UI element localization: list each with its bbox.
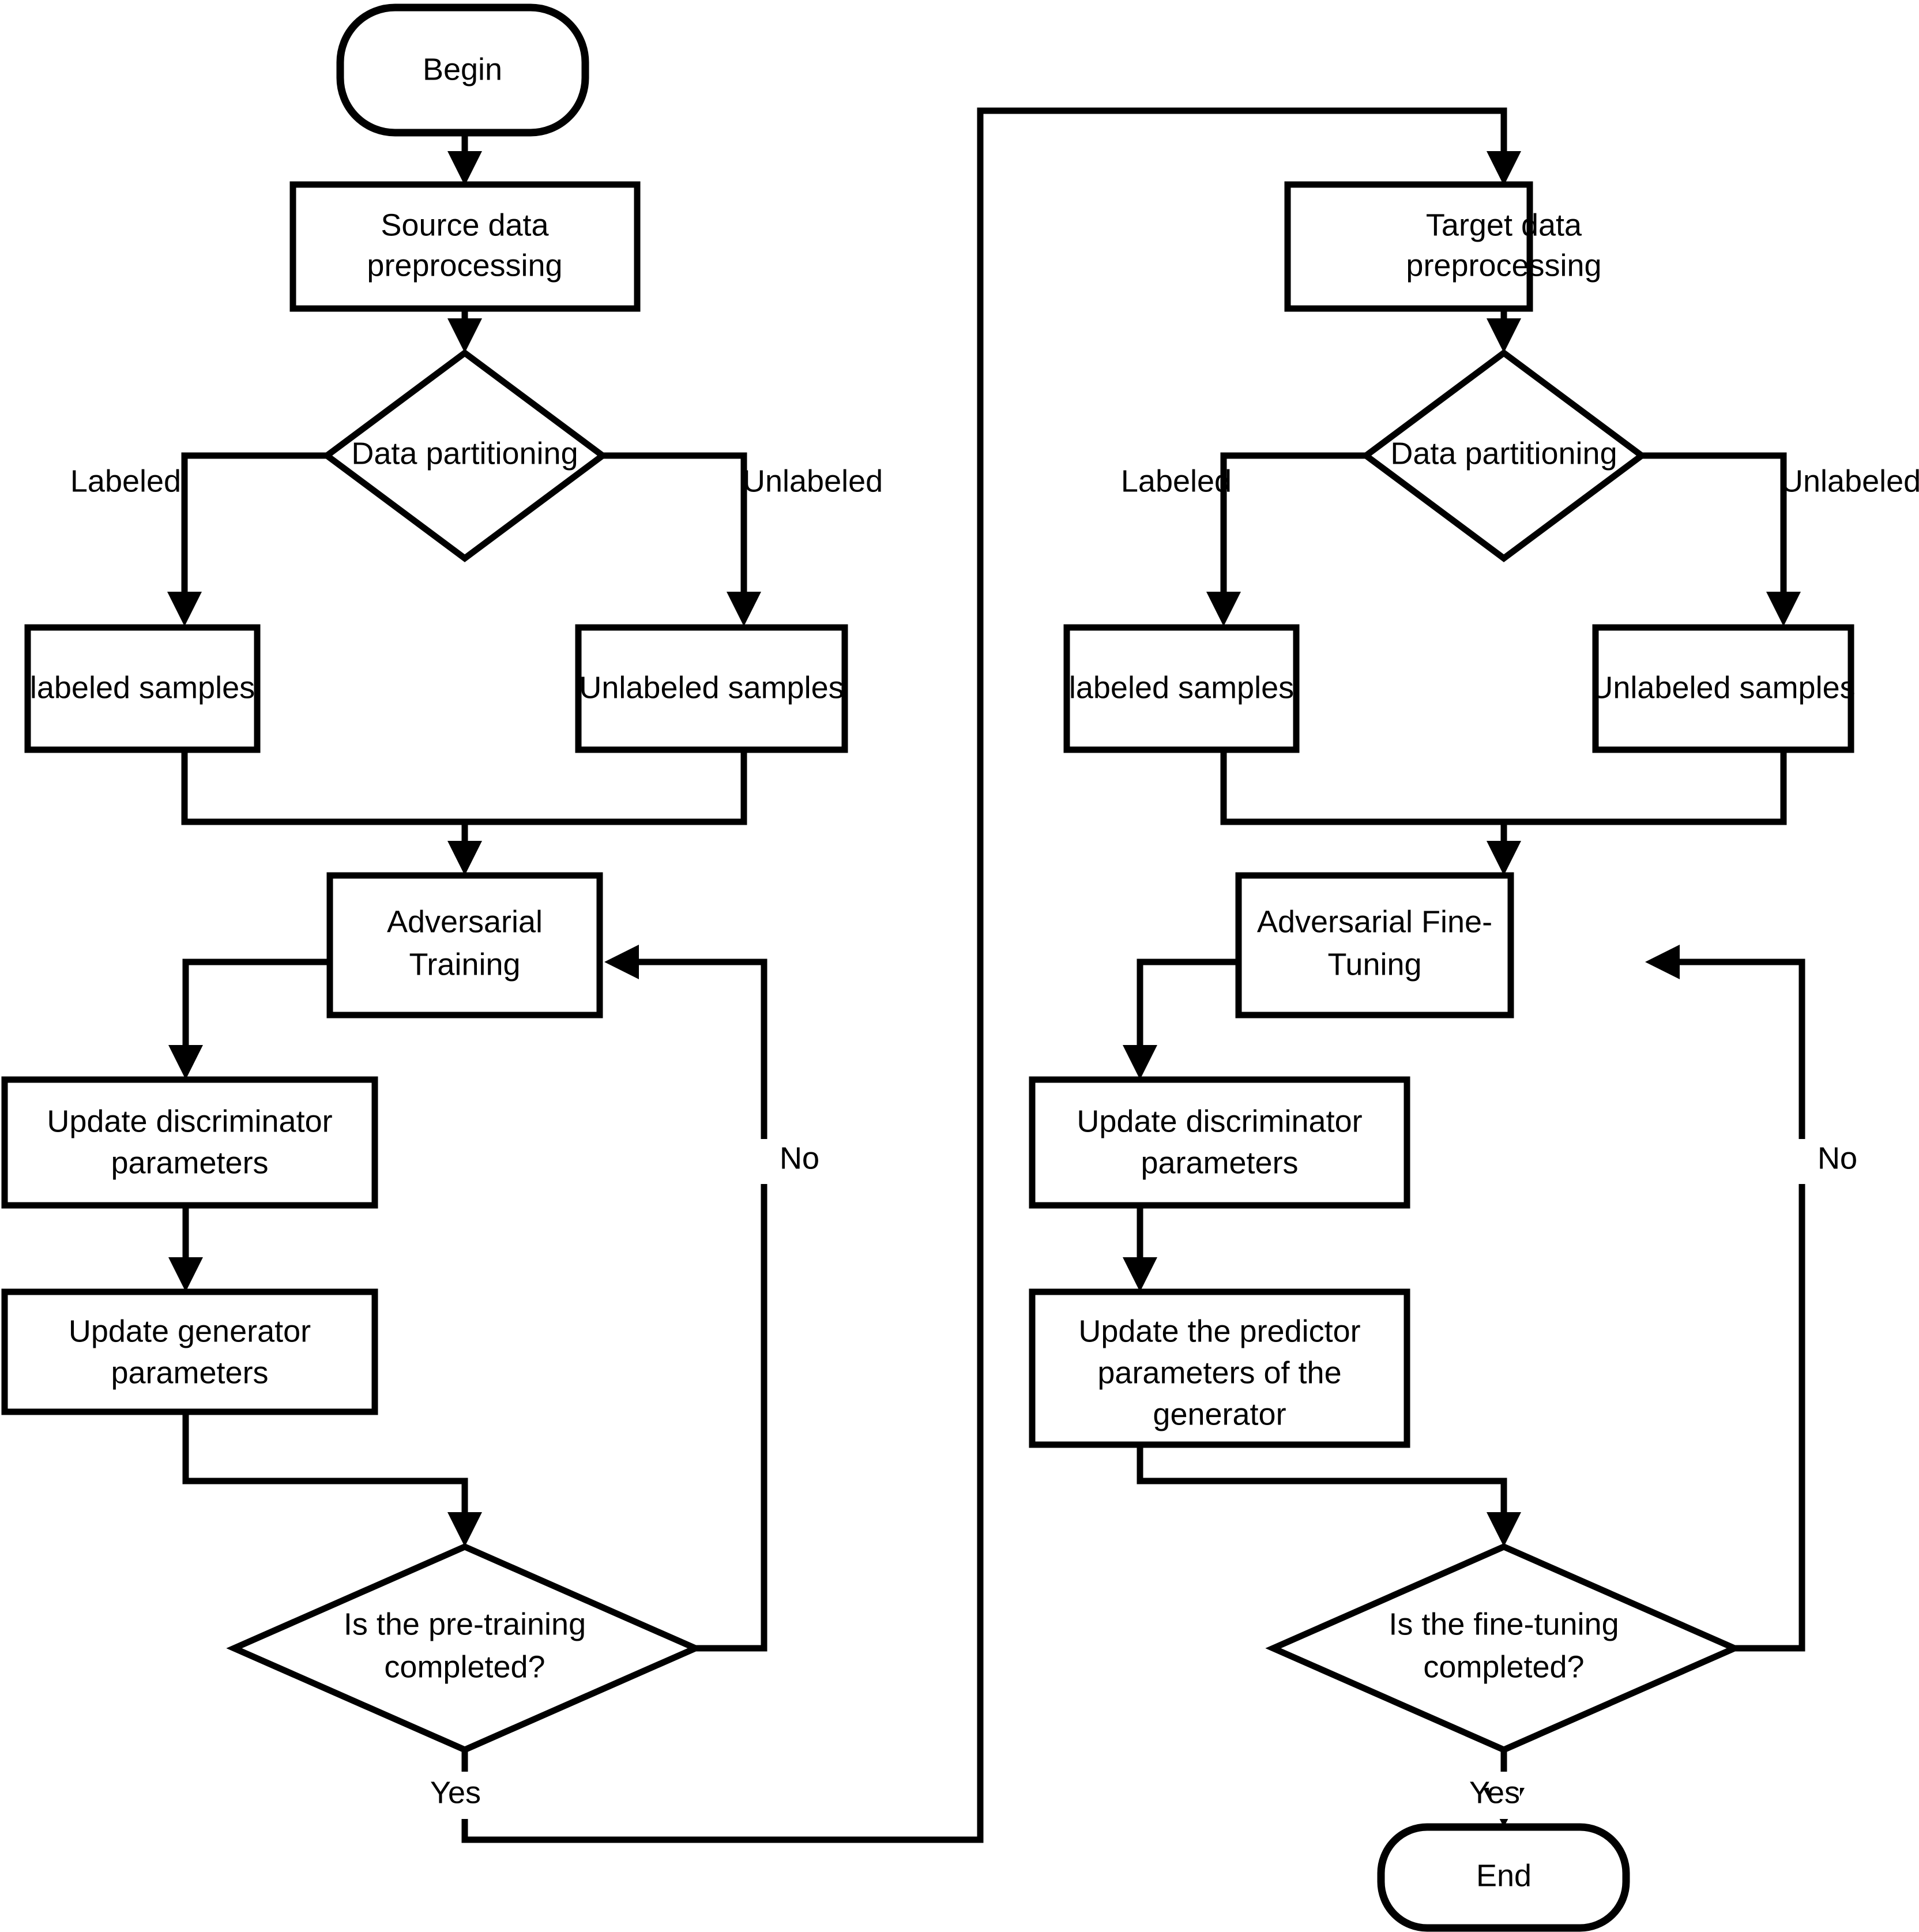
edge-label-source-labeled: Labeled bbox=[70, 464, 181, 498]
node-target-update-disc-label-1: Update discriminator bbox=[1077, 1104, 1362, 1138]
edge-source-partition-unlabeled bbox=[603, 452, 761, 626]
edge-target-samples-merge bbox=[1220, 750, 1787, 875]
knockout-pretrain-no bbox=[747, 1139, 777, 1184]
node-target-update-pred-label-3: generator bbox=[1153, 1397, 1286, 1431]
edge-label-pretrain-no: No bbox=[780, 1141, 819, 1175]
node-pretrain-check-label-2: completed? bbox=[384, 1649, 545, 1684]
node-source-update-disc-label-1: Update discriminator bbox=[47, 1104, 332, 1138]
node-target-unlabeled-samples-label: Unlabeled samples bbox=[1590, 670, 1855, 705]
edge-pretrain-yes-to-target bbox=[461, 107, 1521, 1843]
edge-source-preprocess-to-partition bbox=[447, 309, 482, 353]
node-adversarial-finetuning-label-1: Adversarial Fine- bbox=[1257, 904, 1492, 939]
edge-target-update-pred-to-finetune-check bbox=[1137, 1445, 1521, 1547]
edge-adv-training-to-update-disc bbox=[168, 959, 330, 1080]
node-target-update-pred-label-2: parameters of the bbox=[1097, 1355, 1341, 1390]
node-source-update-disc-label-2: parameters bbox=[111, 1145, 268, 1180]
node-begin-label: Begin bbox=[423, 52, 502, 87]
edge-target-update-disc-to-update-pred bbox=[1123, 1205, 1157, 1292]
node-source-labeled-samples-label: labeled samples bbox=[30, 670, 255, 705]
node-target-data-partitioning-label: Data partitioning bbox=[1390, 436, 1617, 471]
edge-label-finetune-no: No bbox=[1818, 1141, 1857, 1175]
edge-label-pretrain-no-top: No bbox=[780, 1141, 819, 1175]
node-adversarial-training-label-1: Adversarial bbox=[387, 904, 543, 939]
node-adversarial-training-label-2: Training bbox=[409, 947, 520, 982]
node-adversarial-finetuning-label-2: Tuning bbox=[1327, 947, 1421, 982]
node-finetune-check-label-1: Is the fine-tuning bbox=[1389, 1607, 1619, 1641]
node-source-preprocess-label-1: Source data bbox=[381, 208, 549, 242]
node-source-preprocess-label-2: preprocessing bbox=[367, 248, 562, 283]
node-adversarial-training[interactable] bbox=[326, 872, 603, 1018]
edge-label-target-unlabeled: Unlabeled bbox=[1781, 464, 1919, 498]
edge-update-gen-to-pretrain-check bbox=[182, 1412, 482, 1547]
node-target-labeled-samples[interactable] bbox=[1063, 624, 1300, 753]
node-target-preprocess[interactable] bbox=[1284, 181, 1533, 312]
node-finetune-check-label-2: completed? bbox=[1423, 1649, 1584, 1684]
node-source-data-partitioning-label: Data partitioning bbox=[351, 436, 578, 471]
node-source-labeled-samples[interactable] bbox=[24, 624, 261, 753]
node-target-data-partitioning[interactable] bbox=[1360, 349, 1647, 562]
node-source-update-discriminator[interactable] bbox=[1, 1076, 378, 1209]
node-target-labeled-samples-label: labeled samples bbox=[1069, 670, 1294, 705]
edge-begin-to-source-preprocess bbox=[447, 133, 482, 186]
node-target-preprocess-label-1: Target data bbox=[1426, 208, 1582, 242]
edge-source-partition-labeled bbox=[167, 452, 327, 626]
node-pretrain-check-label-1: Is the pre-training bbox=[344, 1607, 586, 1641]
node-target-update-discriminator[interactable] bbox=[1029, 1076, 1410, 1209]
node-end-label: End bbox=[1476, 1858, 1532, 1893]
node-source-preprocess[interactable] bbox=[289, 181, 641, 312]
edge-label-target-labeled: Labeled bbox=[1121, 464, 1232, 498]
node-target-update-disc-label-2: parameters bbox=[1141, 1145, 1298, 1180]
node-source-unlabeled-samples-label: Unlabeled samples bbox=[579, 670, 844, 705]
node-finetune-check[interactable] bbox=[1265, 1543, 1743, 1754]
node-target-unlabeled-samples[interactable] bbox=[1592, 624, 1854, 753]
edge-source-samples-merge bbox=[181, 750, 747, 875]
edge-target-partition-unlabeled bbox=[1642, 452, 1801, 626]
edge-label-source-unlabeled: Unlabeled bbox=[743, 464, 883, 498]
edge-label-finetune-no-top: No bbox=[1818, 1141, 1857, 1175]
node-source-update-gen-label-2: parameters bbox=[111, 1355, 268, 1390]
node-source-unlabeled-samples[interactable] bbox=[575, 624, 848, 753]
node-source-data-partitioning[interactable] bbox=[321, 349, 608, 562]
node-target-update-pred-label-1: Update the predictor bbox=[1078, 1314, 1360, 1348]
knockout-pretrain-yes bbox=[450, 1772, 481, 1819]
node-end[interactable] bbox=[1377, 1823, 1630, 1932]
edge-finetune-no-loop bbox=[1645, 945, 1805, 1652]
node-target-preprocess-label-2: preprocessing bbox=[1406, 248, 1601, 283]
node-source-update-gen-label-1: Update generator bbox=[69, 1314, 311, 1348]
node-begin[interactable] bbox=[336, 3, 589, 137]
knockout-finetune-yes bbox=[1489, 1772, 1520, 1819]
edge-target-preprocess-to-partition bbox=[1487, 309, 1521, 353]
node-adversarial-finetuning[interactable] bbox=[1235, 872, 1514, 1018]
edge-pretrain-no-loop bbox=[604, 945, 767, 1652]
knockout-finetune-no bbox=[1786, 1139, 1816, 1184]
edge-label-finetune-yes-top: Yes bbox=[1469, 1775, 1520, 1810]
edge-adv-finetune-to-update-disc bbox=[1123, 959, 1239, 1080]
edge-label-pretrain-yes-top: Yes bbox=[430, 1775, 481, 1810]
node-pretrain-check[interactable] bbox=[226, 1543, 703, 1754]
edge-target-partition-labeled bbox=[1206, 452, 1366, 626]
node-target-update-predictor[interactable] bbox=[1029, 1288, 1410, 1448]
node-source-update-generator[interactable] bbox=[1, 1288, 378, 1415]
